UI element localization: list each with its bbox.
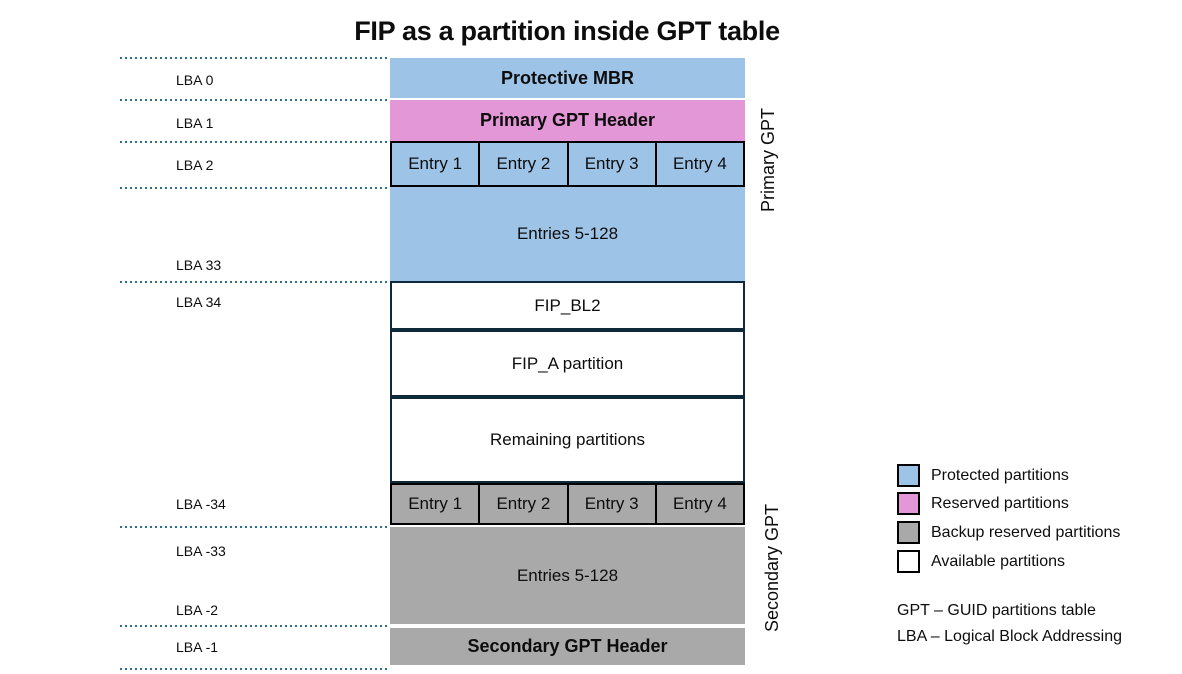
backup-color-swatch [897, 521, 920, 544]
legend-label: Available partitions [931, 552, 1066, 570]
lba-label-n34: LBA -34 [176, 496, 226, 512]
lba-boundary-line [120, 141, 390, 143]
lba-label-34: LBA 34 [176, 294, 222, 310]
secondary-entry-4: Entry 4 [654, 483, 745, 525]
footnote-lba: LBA – Logical Block Addressing [897, 628, 1123, 645]
legend-label: Protected partitions [931, 466, 1069, 484]
secondary-entry-1: Entry 1 [390, 483, 481, 525]
reserved-color-swatch [897, 492, 920, 515]
lba-boundary-line [120, 668, 390, 670]
legend-item-protected: Protected partitions [897, 464, 1069, 487]
lba-label-2: LBA 2 [176, 157, 214, 173]
partition-secondary-entries-5-128: Entries 5-128 [390, 527, 745, 624]
primary-entry-1: Entry 1 [390, 141, 481, 187]
lba-label-n33: LBA -33 [176, 543, 226, 559]
partition-primary-gpt-header: Primary GPT Header [390, 100, 745, 141]
partition-secondary-gpt-header: Secondary GPT Header [390, 628, 745, 665]
secondary-entry-row: Entry 1 Entry 2 Entry 3 Entry 4 [390, 483, 745, 525]
secondary-gpt-section-label: Secondary GPT [762, 503, 782, 633]
primary-entry-4: Entry 4 [654, 141, 745, 187]
legend-item-backup-reserved: Backup reserved partitions [897, 521, 1120, 544]
lba-boundary-line [120, 187, 390, 189]
legend-label: Backup reserved partitions [931, 523, 1121, 541]
protected-color-swatch [897, 464, 920, 487]
legend-item-reserved: Reserved partitions [897, 492, 1069, 515]
lba-label-1: LBA 1 [176, 115, 214, 131]
partition-protective-mbr: Protective MBR [390, 58, 745, 98]
primary-entry-2: Entry 2 [478, 141, 569, 187]
lba-boundary-line [120, 99, 390, 101]
secondary-entry-3: Entry 3 [566, 483, 657, 525]
lba-label-0: LBA 0 [176, 72, 214, 88]
secondary-entry-2: Entry 2 [478, 483, 569, 525]
lba-boundary-line [120, 625, 390, 627]
primary-entry-3: Entry 3 [566, 141, 657, 187]
partition-fip-bl2: FIP_BL2 [390, 281, 745, 330]
lba-label-n2: LBA -2 [176, 602, 219, 618]
primary-entry-row: Entry 1 Entry 2 Entry 3 Entry 4 [390, 141, 745, 187]
page-title: FIP as a partition inside GPT table [354, 16, 780, 46]
partition-primary-entries-5-128: Entries 5-128 [390, 187, 745, 281]
partition-fip-a: FIP_A partition [390, 330, 745, 397]
available-color-swatch [897, 550, 920, 573]
legend-label: Reserved partitions [931, 494, 1069, 512]
partition-remaining: Remaining partitions [390, 397, 745, 483]
lba-boundary-line [120, 526, 390, 528]
primary-gpt-section-label: Primary GPT [758, 108, 778, 213]
lba-label-33: LBA 33 [176, 257, 222, 273]
lba-boundary-line [120, 57, 390, 59]
legend-item-available: Available partitions [897, 550, 1065, 573]
footnote-gpt: GPT – GUID partitions table [897, 602, 1096, 619]
lba-boundary-line [120, 281, 390, 283]
lba-label-n1: LBA -1 [176, 639, 219, 655]
